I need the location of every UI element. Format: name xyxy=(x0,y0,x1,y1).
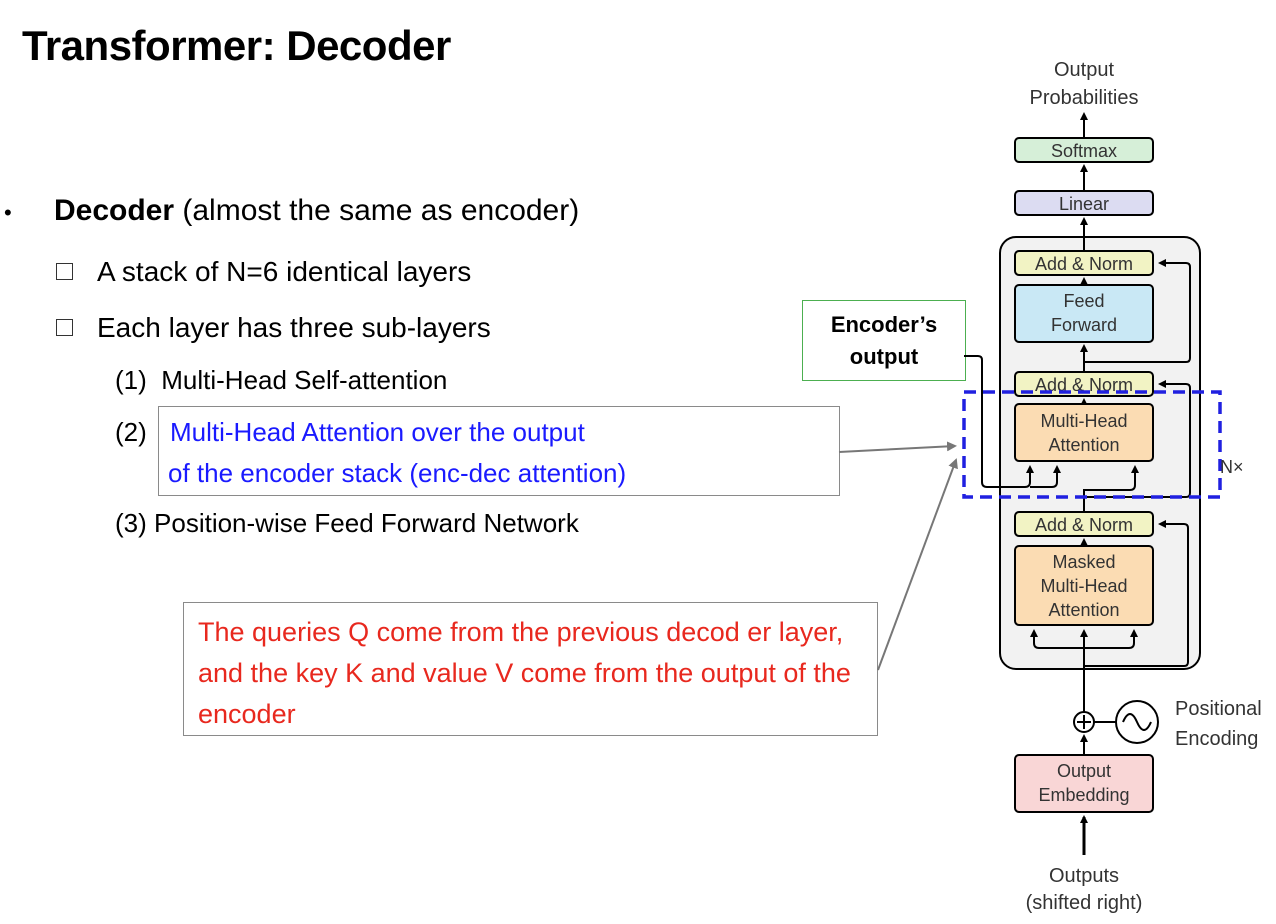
item-number: (3) xyxy=(115,508,147,538)
add-norm-block-3 xyxy=(1014,250,1154,276)
linear-block xyxy=(1014,190,1154,216)
sublayer-item-1: (1) Multi-Head Self-attention xyxy=(115,365,447,396)
output-embedding-block xyxy=(1014,754,1154,813)
query-arrow xyxy=(1083,465,1139,511)
sine-wave-curve xyxy=(1122,713,1152,731)
subitem-stack-text: A stack of N=6 identical layers xyxy=(97,256,472,287)
page-title: Transformer: Decoder xyxy=(22,22,451,69)
encoder-output-line1: Encoder’s xyxy=(830,311,938,337)
qkv-note-text: The queries Q come from the previous dec… xyxy=(198,617,851,729)
add-norm-label-2: Add & Norm xyxy=(1035,375,1133,395)
masked-line1: Masked xyxy=(1052,552,1115,572)
bullet-decoder: Decoder (almost the same as encoder) xyxy=(54,194,579,228)
masked-line2: Multi-Head xyxy=(1040,576,1127,596)
square-bullet-icon xyxy=(56,319,73,337)
masked-line3: Attention xyxy=(1048,600,1119,620)
embedding-line2: Embedding xyxy=(1038,785,1129,805)
item-text: Position-wise Feed Forward Network xyxy=(154,508,579,538)
bullet-decoder-bold: Decoder xyxy=(54,194,175,227)
add-norm-label-3: Add & Norm xyxy=(1035,254,1133,274)
mha-line2: Attention xyxy=(1048,435,1119,455)
encoder-output-line2: output xyxy=(849,343,919,369)
residual-masked xyxy=(1084,520,1189,667)
positional-line2: Encoding xyxy=(1175,728,1258,750)
pointer-line-enc-dec xyxy=(838,441,957,453)
mha-line1: Multi-Head xyxy=(1040,411,1127,431)
sublayer-item-2-line1: Multi-Head Attention over the output xyxy=(170,417,585,447)
encoder-key-arrow xyxy=(964,355,1034,488)
residual-ff xyxy=(1084,259,1191,363)
pointer-line-qkv xyxy=(877,458,958,671)
add-norm-label-1: Add & Norm xyxy=(1035,515,1133,535)
softmax-block xyxy=(1014,137,1154,163)
positional-line1: Positional xyxy=(1175,698,1262,720)
output-prob-line1: Output xyxy=(1054,59,1114,81)
masked-input-right xyxy=(1084,629,1138,649)
sublayer-item-2-line2: of the encoder stack (enc-dec attention) xyxy=(168,458,627,488)
masked-input-left xyxy=(1030,629,1085,712)
subitem-sublayers-text: Each layer has three sub-layers xyxy=(97,312,491,343)
subitem-sublayers: Each layer has three sub-layers xyxy=(56,312,491,344)
add-norm-block-2 xyxy=(1014,371,1154,397)
square-bullet-icon xyxy=(56,263,73,281)
softmax-label: Softmax xyxy=(1051,141,1117,161)
encoder-value-arrow xyxy=(1030,465,1061,488)
feed-forward-line1: Feed xyxy=(1063,291,1104,311)
add-norm-block-1 xyxy=(1014,511,1154,537)
masked-attention-block xyxy=(1014,545,1154,626)
embedding-line1: Output xyxy=(1057,761,1111,781)
subitem-stack: A stack of N=6 identical layers xyxy=(56,256,471,288)
bullet-decoder-rest: (almost the same as encoder) xyxy=(174,194,580,227)
sublayer-item-3: (3) Position-wise Feed Forward Network xyxy=(115,508,579,539)
multi-head-attention-block xyxy=(1014,403,1154,462)
feed-forward-line2: Forward xyxy=(1051,315,1117,335)
outputs-line2: (shifted right) xyxy=(1026,892,1143,914)
item-text: Multi-Head Self-attention xyxy=(161,365,448,395)
sublayer-item-2-number: (2) xyxy=(115,417,147,447)
linear-label: Linear xyxy=(1059,194,1109,214)
nx-label: N× xyxy=(1220,457,1244,477)
item-number: (1) xyxy=(115,365,147,395)
feed-forward-block xyxy=(1014,284,1154,343)
outputs-line1: Outputs xyxy=(1049,865,1119,887)
bullet-marker: • xyxy=(4,200,12,225)
enc-dec-attention-highlight xyxy=(962,390,1222,499)
output-prob-line2: Probabilities xyxy=(1030,87,1139,109)
residual-mha xyxy=(1084,380,1191,498)
encoder-output-label: Encoder’s output xyxy=(802,300,966,381)
